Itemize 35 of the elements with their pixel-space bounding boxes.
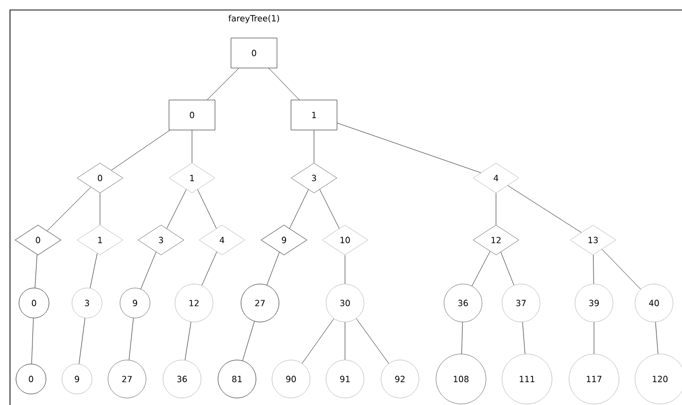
tree-edge — [522, 322, 526, 354]
tree-edge — [266, 252, 280, 286]
number-box: 1 — [290, 100, 338, 130]
title: fareyTree(1) — [228, 14, 280, 24]
tree-edge — [461, 322, 463, 354]
tree-edge — [508, 185, 582, 233]
tree-edge — [34, 254, 38, 288]
tree-edge — [111, 130, 170, 170]
tree-edge — [302, 318, 334, 364]
tree-edge — [500, 252, 514, 286]
tree-edge — [242, 321, 255, 361]
tree-edge — [31, 318, 34, 364]
tree-edge — [320, 189, 340, 229]
tree-edge — [207, 68, 239, 100]
tree-edge — [344, 322, 346, 360]
number-box: 0 — [230, 38, 278, 68]
tree-edge — [472, 251, 490, 286]
tree-edge — [344, 255, 346, 284]
tree-edge — [90, 253, 98, 288]
tree-edge — [140, 252, 156, 290]
tree-edge — [197, 189, 217, 229]
tree-edge — [602, 249, 641, 290]
tree-edge — [202, 252, 217, 286]
tree-edge — [78, 318, 86, 364]
tree-edge — [289, 189, 309, 229]
tree-edge — [356, 318, 389, 364]
tree-edge — [184, 322, 192, 360]
tree-edge — [268, 68, 300, 100]
tree-edge — [46, 186, 92, 232]
number-box: 0 — [168, 100, 216, 130]
tree-edge — [593, 254, 594, 284]
tree-edge — [337, 122, 482, 173]
tree-edge — [128, 318, 134, 360]
tree-edge — [655, 322, 658, 354]
tree-edge — [166, 189, 186, 229]
